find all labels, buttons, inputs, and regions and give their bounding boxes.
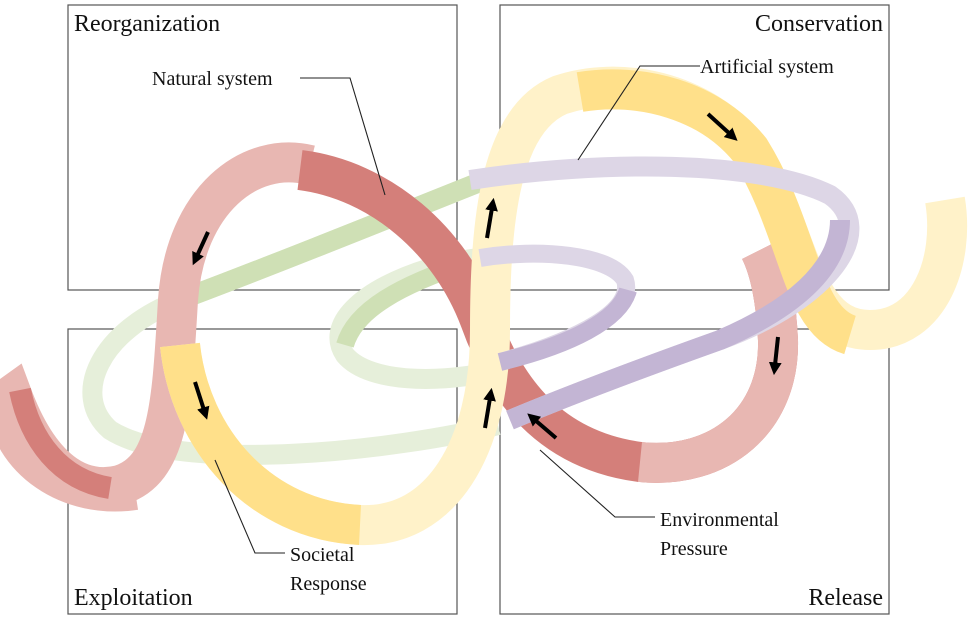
arrow-icon (193, 381, 210, 420)
arrow-icon (483, 387, 496, 429)
artificial-system-band (160, 66, 968, 546)
reorganization-label: Reorganization (74, 11, 220, 37)
artificial-system-leader (577, 65, 700, 161)
arrow-icon (485, 197, 498, 239)
arrow-icon (192, 231, 210, 266)
arrow-icon (706, 112, 738, 141)
release-label: Release (808, 585, 883, 611)
environmental-pressure-leader (539, 449, 655, 518)
conservation-label: Conservation (755, 11, 883, 37)
environmental-pressure-band (468, 156, 860, 430)
reorganization-box (67, 4, 458, 291)
arrow-icon (768, 336, 782, 376)
exploitation-label: Exploitation (74, 585, 193, 611)
artificial-system-label: Artificial system (700, 56, 834, 78)
flow-arrows (192, 112, 782, 440)
release-box (499, 328, 890, 615)
environmental-pressure-label-line1: Environmental (660, 509, 779, 531)
societal-response-label-line1: Societal (290, 544, 355, 566)
natural-system-leader (300, 77, 386, 196)
arrow-icon (527, 413, 558, 440)
societal-response-leader (214, 459, 285, 554)
natural-system-label: Natural system (152, 68, 273, 90)
environmental-pressure-label-line2: Pressure (660, 538, 728, 560)
societal-response-label-line2: Response (290, 573, 367, 595)
